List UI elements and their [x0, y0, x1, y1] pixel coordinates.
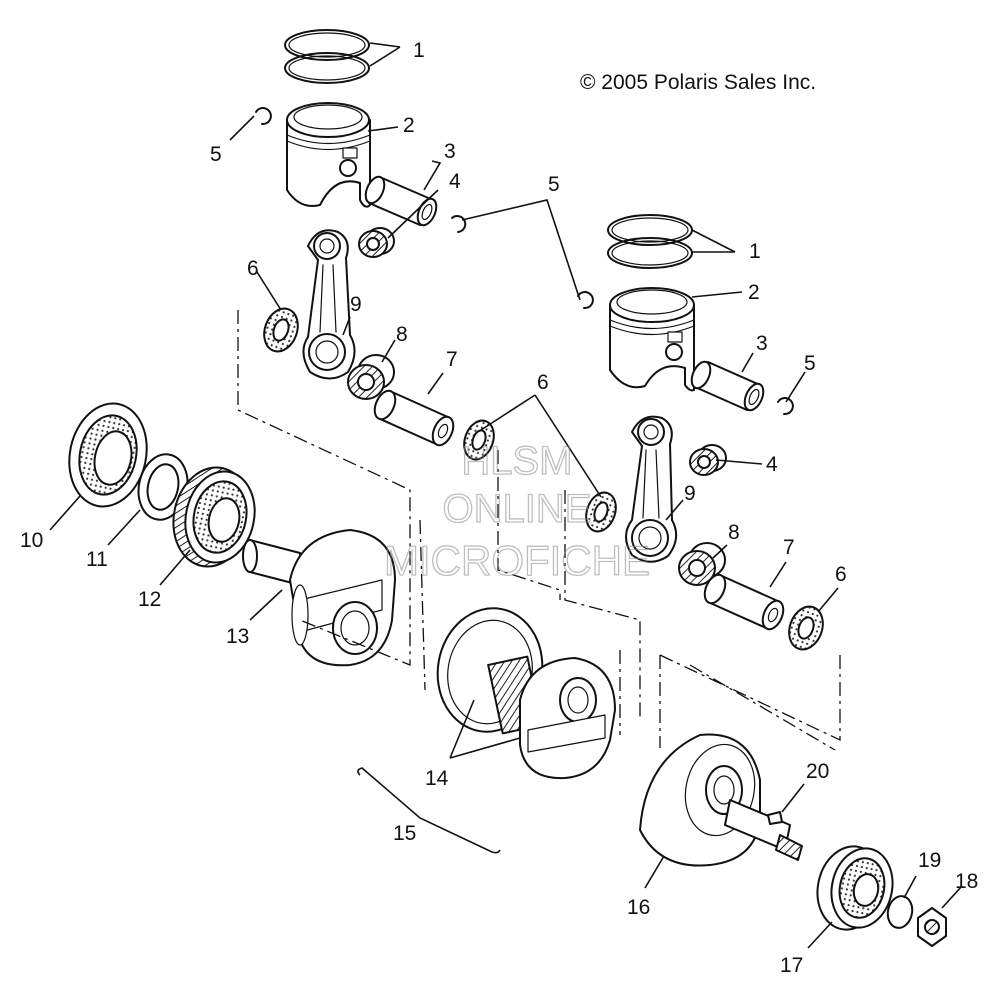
callout-9-right: 9 [684, 482, 696, 505]
callout-18: 18 [955, 870, 978, 893]
piston-right [609, 287, 695, 392]
callout-6-center: 6 [537, 371, 549, 394]
circlip-left [255, 107, 272, 126]
callout-19: 19 [918, 849, 941, 872]
wrist-pin-right [690, 360, 765, 412]
thrust-washer-center [463, 419, 495, 461]
needle-bearing-large-left [347, 354, 395, 400]
assembly-dashed-lines [237, 310, 841, 751]
crank-half-left [242, 529, 396, 667]
circlip-center [451, 215, 467, 233]
nut-18 [917, 907, 947, 947]
callout-16: 16 [627, 896, 650, 919]
callout-17: 17 [780, 954, 803, 977]
crank-half-center [436, 607, 616, 780]
copyright-text: © 2005 Polaris Sales Inc. [580, 71, 816, 94]
callout-labels: 1 2 3 5 4 5 6 9 8 7 1 2 3 5 6 4 9 8 7 6 … [20, 39, 978, 977]
callout-11: 11 [86, 548, 108, 571]
circlip-right [777, 397, 794, 416]
needle-bearing-large-right [678, 542, 726, 586]
needle-bearing-small-left [358, 227, 395, 258]
watermark-line-1: HLSM [461, 439, 572, 483]
piston-rings-right [607, 214, 693, 269]
callout-6-left: 6 [247, 257, 259, 280]
callout-4-left: 4 [449, 170, 461, 193]
watermark-line-2: ONLINE [443, 487, 592, 531]
callout-4-right: 4 [766, 453, 778, 476]
callout-13: 13 [226, 625, 249, 648]
crank-half-right [639, 733, 803, 867]
callout-2-left: 2 [403, 114, 415, 137]
main-bearing-right [816, 845, 894, 931]
main-bearing-left [68, 402, 148, 508]
connecting-rod-right [625, 415, 678, 563]
callout-6-right: 6 [835, 563, 847, 586]
callout-3-left: 3 [444, 140, 456, 163]
callout-10: 10 [20, 529, 43, 552]
thrust-washer-left [263, 307, 299, 353]
callout-14: 14 [425, 767, 449, 790]
callout-20: 20 [806, 760, 829, 783]
thrust-washer-right-lower [788, 605, 824, 651]
callout-5-right: 5 [804, 352, 816, 375]
callout-8-left: 8 [396, 323, 408, 346]
callout-1-left: 1 [413, 39, 425, 62]
callout-3-right: 3 [756, 332, 768, 355]
crank-pin-left [373, 389, 455, 447]
leader-lines [49, 42, 963, 949]
watermark: HLSM ONLINE MICROFICHE [383, 438, 650, 584]
callout-15: 15 [393, 822, 416, 845]
watermark-line-3: MICROFICHE [384, 537, 650, 584]
roller-bearing-left [172, 466, 256, 568]
thrust-washer-right-upper [585, 491, 617, 533]
needle-bearing-small-right [689, 444, 727, 476]
washer-19 [886, 895, 914, 929]
piston-left [286, 102, 371, 208]
callout-5-left: 5 [210, 143, 222, 166]
connecting-rod-left [302, 229, 356, 380]
callout-9-left: 9 [350, 293, 362, 316]
crank-pin-right [703, 573, 785, 631]
circlip-right-top [577, 291, 594, 310]
spacer-ring [137, 453, 189, 521]
callout-7-left: 7 [446, 348, 458, 371]
callout-12: 12 [138, 588, 161, 611]
callout-8-right: 8 [728, 521, 740, 544]
callout-1-right: 1 [749, 240, 761, 263]
woodruff-key [767, 811, 783, 825]
callout-2-right: 2 [748, 281, 760, 304]
callout-7-right: 7 [783, 536, 795, 559]
piston-rings-left [284, 29, 370, 84]
callout-5-center: 5 [548, 173, 560, 196]
